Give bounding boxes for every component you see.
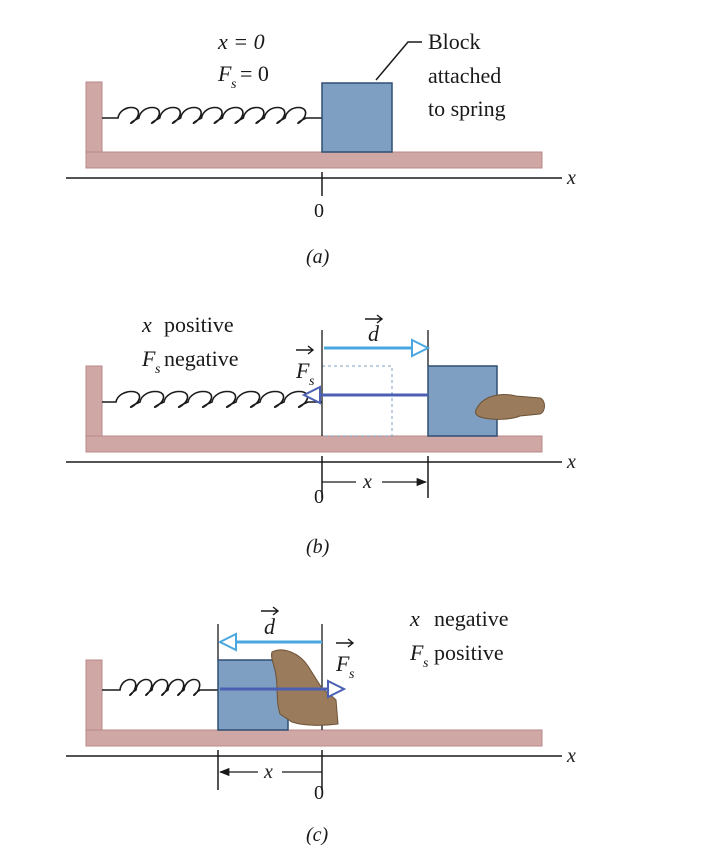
x-zero-label: x = 0 [217, 29, 265, 54]
fs-label-c: F [335, 651, 350, 676]
block-label-line-1: Block [428, 29, 481, 54]
fs-negative-word: negative [164, 346, 239, 371]
d-label-c: d [264, 614, 276, 639]
zero-label-b: 0 [314, 486, 324, 508]
fs-label-a: F [217, 61, 232, 86]
fs-negative-sub: s [155, 362, 161, 377]
caption-b: (b) [306, 536, 330, 558]
x-negative-word: negative [434, 606, 509, 631]
block-label-line-2: attached [428, 63, 501, 88]
fs-arrowhead-b [301, 385, 321, 405]
d-label-b: d [368, 321, 380, 346]
spring-b [102, 390, 322, 409]
floor-a [85, 151, 543, 169]
floor-c [85, 729, 543, 747]
fs-vector-mark-b [296, 345, 315, 355]
caption-a: (a) [306, 246, 330, 268]
fs-label-b: F [295, 358, 310, 383]
axis-label-b: x [566, 451, 576, 473]
x-positive-word: positive [164, 312, 234, 337]
fs-arrowhead-c [327, 679, 347, 699]
fs-zero-label-a: = 0 [240, 61, 269, 86]
fs-positive-sub: s [423, 656, 429, 671]
fs-subscript-c: s [349, 667, 355, 682]
fs-positive-f: F [409, 640, 424, 665]
block-a [321, 82, 393, 153]
fs-vector-mark-c [336, 638, 355, 648]
caption-c: (c) [306, 824, 329, 846]
axis-label-c: x [566, 745, 576, 767]
d-vector-mark-c [261, 606, 280, 616]
hand-b [475, 394, 545, 420]
d-arrowhead-b [411, 338, 431, 358]
fs-subscript-a: s [231, 77, 237, 92]
panel-c: d F s x negative F s positive x x 0 (c) [66, 606, 576, 846]
fs-positive-word: positive [434, 640, 504, 665]
floor-b [85, 435, 543, 453]
fs-negative-f: F [141, 346, 156, 371]
block-leader-line [375, 41, 422, 81]
original-block-outline-b [321, 365, 393, 437]
panel-b: d F s x positive F s negative x x 0 (b) [66, 312, 576, 558]
block-label-line-3: to spring [428, 96, 506, 121]
panel-a: x = 0 F s = 0 Block attached to spring x… [66, 29, 576, 268]
axis-label-a: x [566, 167, 576, 189]
zero-label-c: 0 [314, 782, 324, 804]
displacement-label-b: x [362, 471, 372, 493]
zero-label-a: 0 [314, 200, 324, 222]
spring-a [102, 106, 322, 125]
d-arrowhead-c [217, 632, 237, 652]
x-negative-x: x [409, 606, 420, 631]
d-vector-mark-b [365, 314, 384, 324]
fs-subscript-b: s [309, 374, 315, 389]
displacement-label-c: x [263, 761, 273, 783]
spring-c [102, 678, 218, 697]
x-positive-x: x [141, 312, 152, 337]
